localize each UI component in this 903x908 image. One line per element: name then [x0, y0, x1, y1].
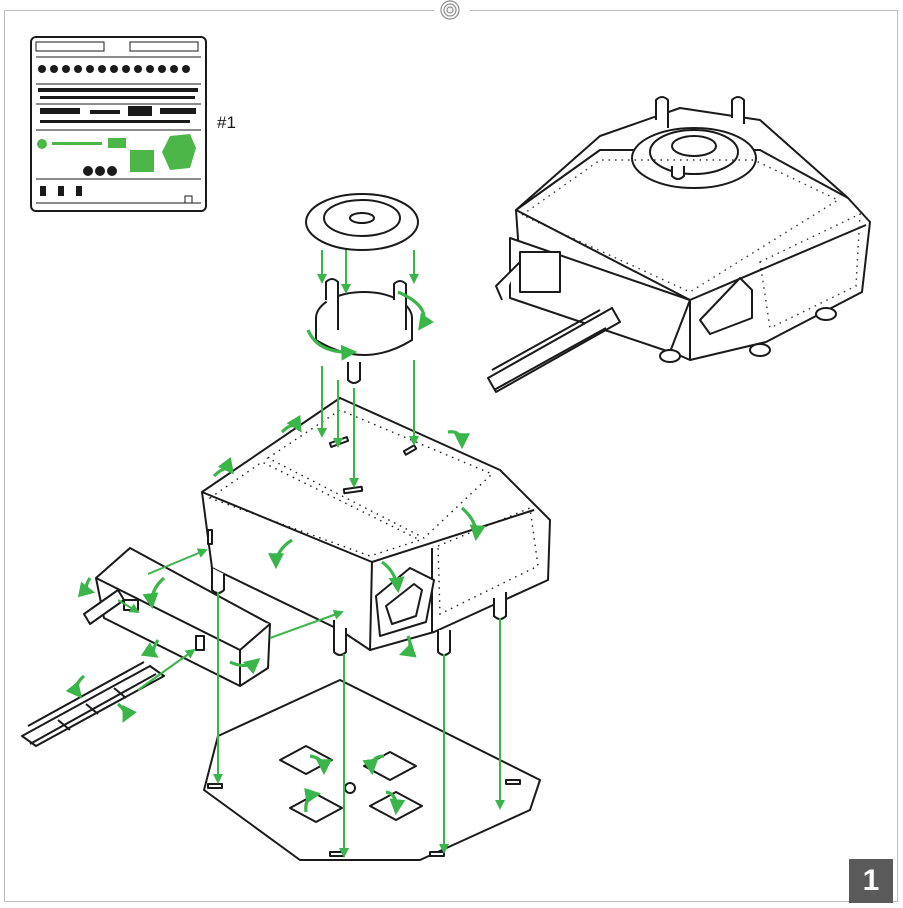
sprue-id-label: #1: [217, 113, 236, 132]
top-rule-right: [470, 10, 898, 12]
step-number-badge: 1: [849, 859, 893, 903]
turret-ring-exploded: [305, 193, 419, 384]
top-rule-left: [4, 10, 434, 12]
finished-turret: [487, 96, 871, 393]
target-circles-icon: [440, 0, 460, 20]
turret-body-exploded: [201, 397, 551, 656]
gun-barrel-exploded: [21, 661, 165, 747]
straight-arrow-icon: [117, 250, 505, 858]
page-frame: [4, 10, 898, 902]
curved-arrow-icon: [65, 290, 486, 816]
parts-sprue-thumbnail: [30, 36, 207, 212]
